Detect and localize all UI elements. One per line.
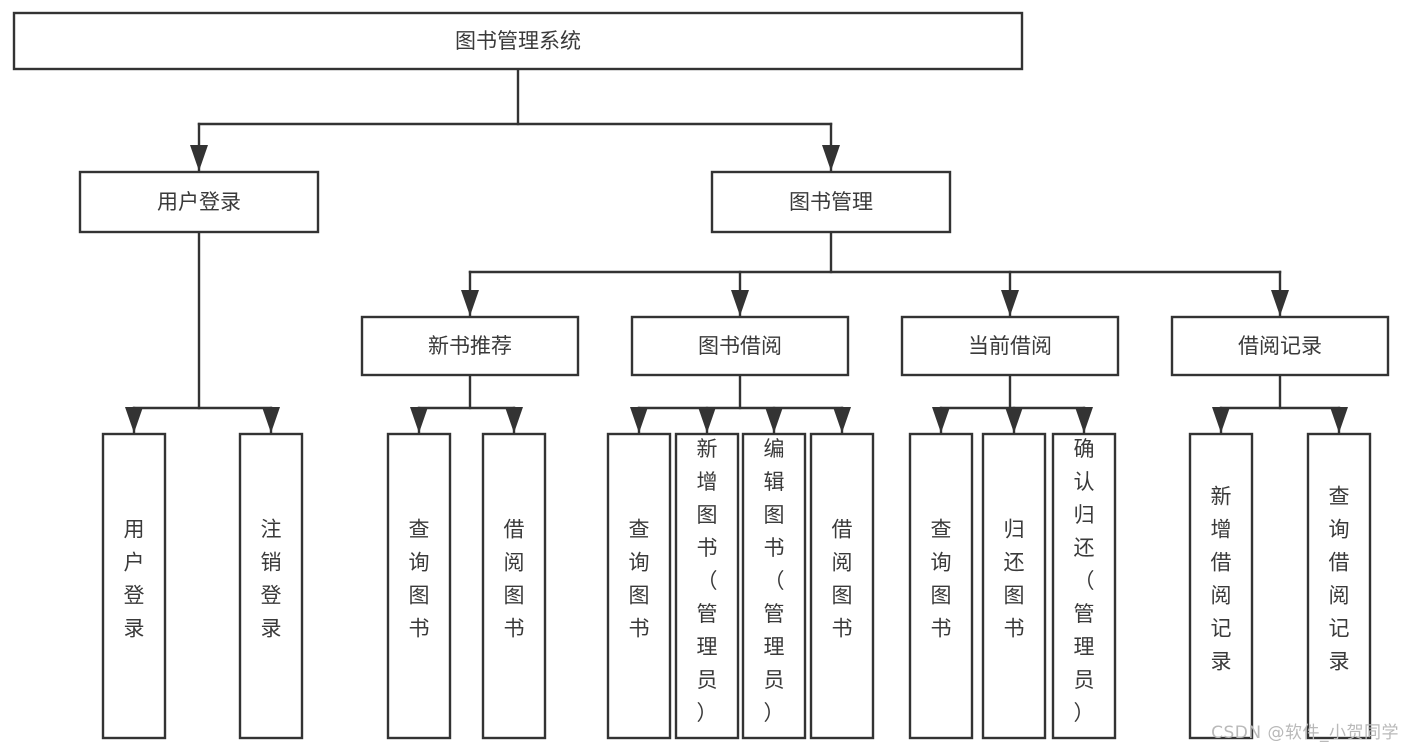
- csdn-watermark: CSDN @软件_小贺同学: [1211, 723, 1399, 743]
- leaf-node-5[interactable]: 新增图书（管理员）: [674, 432, 740, 740]
- connector-root-arrow-0: [190, 145, 208, 171]
- leaf-node-6-box[interactable]: [741, 432, 807, 740]
- leaf-node-7-box[interactable]: [809, 432, 875, 740]
- node-book-borrow-label: 图书借阅: [698, 334, 782, 358]
- connector-current-borrow-arrow-0: [932, 407, 950, 433]
- connector-root-arrow-1: [822, 145, 840, 171]
- leaf-node-3-box[interactable]: [481, 432, 547, 740]
- leaf-node-12-label: 查询借阅记录: [1329, 485, 1350, 674]
- connector-book-borrow-arrow-1: [698, 407, 716, 433]
- connector-new-book-rec-arrow-0: [410, 407, 428, 433]
- connector-current-borrow-arrow-1: [1005, 407, 1023, 433]
- connector-user-login-arrow-1: [262, 407, 280, 433]
- connector-book-manage-arrow-0: [461, 290, 479, 316]
- node-user-login-box[interactable]: [78, 170, 320, 234]
- leaf-node-3-label: 借阅图书: [504, 518, 525, 641]
- leaf-node-7[interactable]: 借阅图书: [809, 432, 875, 740]
- leaf-node-4-label: 查询图书: [629, 518, 650, 641]
- boxes-layer: 图书管理系统用户登录图书管理新书推荐图书借阅当前借阅借阅记录用户登录注销登录查询…: [12, 11, 1390, 740]
- connectors-layer: [125, 67, 1348, 434]
- connector-borrow-record-arrow-1: [1330, 407, 1348, 433]
- leaf-node-2-box[interactable]: [386, 432, 452, 740]
- leaf-node-5-box[interactable]: [674, 432, 740, 740]
- node-user-login-label: 用户登录: [157, 190, 241, 214]
- node-borrow-record-label: 借阅记录: [1238, 334, 1322, 358]
- node-new-book-rec-box[interactable]: [360, 315, 580, 377]
- connector-book-manage-arrow-1: [731, 290, 749, 316]
- node-root-label: 图书管理系统: [455, 29, 581, 53]
- node-root[interactable]: 图书管理系统: [12, 11, 1024, 71]
- connector-borrow-record-arrow-0: [1212, 407, 1230, 433]
- leaf-node-12[interactable]: 查询借阅记录: [1306, 432, 1372, 740]
- leaf-node-0-box[interactable]: [101, 432, 167, 740]
- leaf-node-10[interactable]: 确认归还（管理员）: [1051, 432, 1117, 740]
- leaf-node-8-label: 查询图书: [931, 518, 952, 641]
- node-book-borrow[interactable]: 图书借阅: [630, 315, 850, 377]
- leaf-node-1[interactable]: 注销登录: [238, 432, 304, 740]
- leaf-node-9-label: 归还图书: [1004, 518, 1025, 641]
- node-borrow-record-box[interactable]: [1170, 315, 1390, 377]
- connector-book-borrow-arrow-2: [765, 407, 783, 433]
- leaf-node-3[interactable]: 借阅图书: [481, 432, 547, 740]
- node-book-borrow-box[interactable]: [630, 315, 850, 377]
- leaf-node-11-box[interactable]: [1188, 432, 1254, 740]
- leaf-node-6-label: 编辑图书（管理员）: [764, 437, 785, 725]
- leaf-node-7-label: 借阅图书: [832, 518, 853, 641]
- connector-book-manage-arrow-2: [1001, 290, 1019, 316]
- node-book-manage-box[interactable]: [710, 170, 952, 234]
- leaf-node-6[interactable]: 编辑图书（管理员）: [741, 432, 807, 740]
- connector-book-manage-arrow-3: [1271, 290, 1289, 316]
- leaf-node-11[interactable]: 新增借阅记录: [1188, 432, 1254, 740]
- leaf-node-0[interactable]: 用户登录: [101, 432, 167, 740]
- node-book-manage-label: 图书管理: [789, 190, 873, 214]
- leaf-node-2[interactable]: 查询图书: [386, 432, 452, 740]
- connector-user-login-arrow-0: [125, 407, 143, 433]
- leaf-node-0-label: 用户登录: [124, 518, 145, 641]
- node-current-borrow-label: 当前借阅: [968, 334, 1052, 358]
- node-new-book-rec-label: 新书推荐: [428, 334, 512, 358]
- leaf-node-2-label: 查询图书: [409, 518, 430, 641]
- connector-book-borrow-arrow-3: [833, 407, 851, 433]
- leaf-node-8-box[interactable]: [908, 432, 974, 740]
- leaf-node-12-box[interactable]: [1306, 432, 1372, 740]
- leaf-node-5-label: 新增图书（管理员）: [697, 437, 718, 725]
- connector-book-borrow-arrow-0: [630, 407, 648, 433]
- leaf-node-10-box[interactable]: [1051, 432, 1117, 740]
- connector-current-borrow-arrow-2: [1075, 407, 1093, 433]
- leaf-node-1-label: 注销登录: [261, 518, 282, 641]
- leaf-node-11-label: 新增借阅记录: [1211, 485, 1232, 674]
- node-borrow-record[interactable]: 借阅记录: [1170, 315, 1390, 377]
- leaf-node-8[interactable]: 查询图书: [908, 432, 974, 740]
- leaf-node-4-box[interactable]: [606, 432, 672, 740]
- connector-new-book-rec-arrow-1: [505, 407, 523, 433]
- leaf-node-9-box[interactable]: [981, 432, 1047, 740]
- node-new-book-rec[interactable]: 新书推荐: [360, 315, 580, 377]
- node-current-borrow-box[interactable]: [900, 315, 1120, 377]
- node-user-login[interactable]: 用户登录: [78, 170, 320, 234]
- node-root-box[interactable]: [12, 11, 1024, 71]
- node-current-borrow[interactable]: 当前借阅: [900, 315, 1120, 377]
- leaf-node-4[interactable]: 查询图书: [606, 432, 672, 740]
- leaf-node-1-box[interactable]: [238, 432, 304, 740]
- leaf-node-9[interactable]: 归还图书: [981, 432, 1047, 740]
- leaf-node-10-label: 确认归还（管理员）: [1074, 437, 1095, 725]
- node-book-manage[interactable]: 图书管理: [710, 170, 952, 234]
